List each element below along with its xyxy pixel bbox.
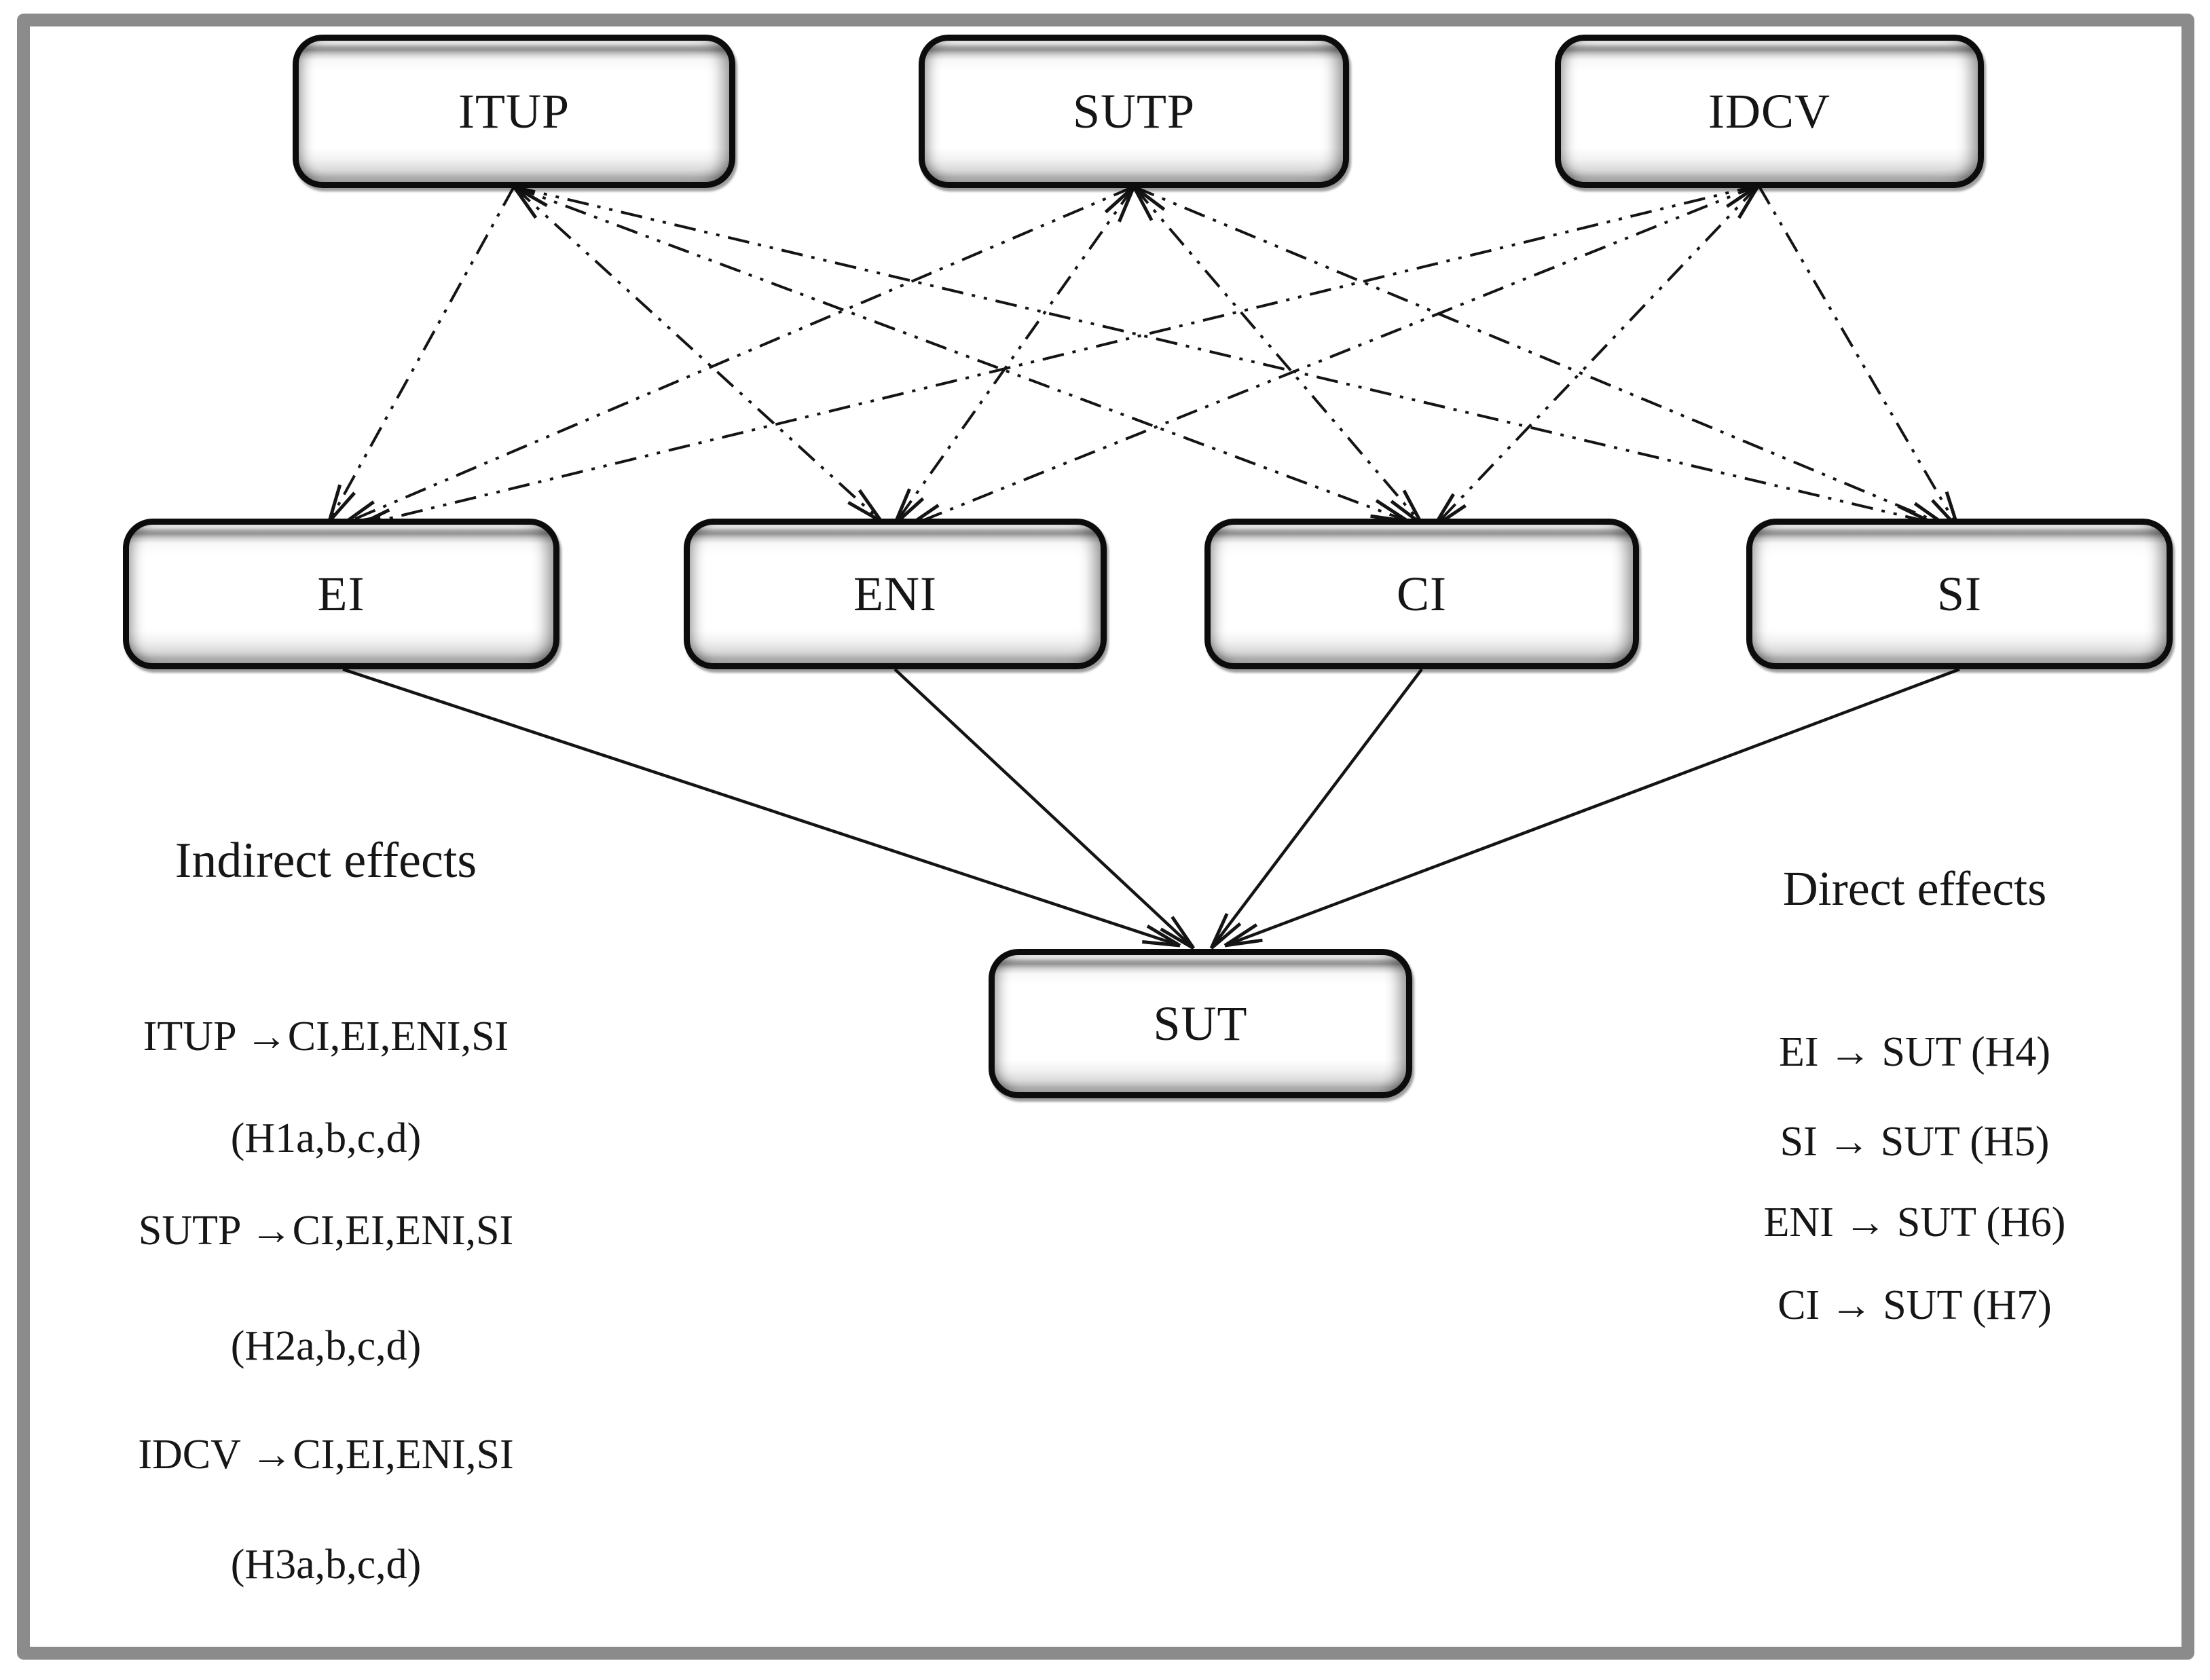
node-ei-label: EI — [317, 566, 365, 621]
direct-arrowhead — [1160, 927, 1195, 950]
node-eni-label: ENI — [853, 566, 937, 621]
direct-hypothesis-line: CI → SUT (H7) — [1778, 1282, 2052, 1328]
node-sut: SUT — [989, 949, 1412, 1098]
indirect-arrow — [894, 185, 1135, 525]
direct-hypothesis-line: ENI → SUT (H6) — [1763, 1199, 2066, 1246]
indirect-arrow — [1133, 185, 1947, 527]
direct-arrowhead — [1224, 938, 1263, 948]
indirect-arrowhead — [327, 484, 342, 522]
indirect-arrows — [327, 183, 1960, 529]
indirect-arrowhead-reverse — [1726, 183, 1760, 208]
indirect-arrow — [1132, 185, 1423, 525]
indirect-arrowhead — [1375, 499, 1410, 523]
indirect-arrow — [906, 184, 1759, 528]
node-itup: ITUP — [293, 35, 735, 188]
direct-arrow — [1224, 667, 1960, 948]
node-ci-label: CI — [1397, 566, 1447, 621]
node-si-label: SI — [1936, 566, 1983, 621]
direct-arrowhead — [1223, 923, 1258, 948]
indirect-effects-heading: Indirect effects — [174, 833, 477, 889]
indirect-hypothesis-line: ITUP →CI,EI,ENI,SI — [143, 1013, 509, 1060]
direct-arrow — [894, 668, 1195, 950]
indirect-arrowhead — [328, 491, 356, 523]
indirect-hypothesis-line: IDCV →CI,EI,ENI,SI — [138, 1432, 514, 1478]
indirect-arrowhead-reverse — [1118, 186, 1136, 223]
direct-arrowhead — [1210, 922, 1242, 950]
direct-arrowhead — [1171, 916, 1196, 950]
node-ei: EI — [123, 519, 559, 669]
direct-hypothesis-line: EI → SUT (H4) — [1778, 1029, 2051, 1075]
node-sut-label: SUT — [1153, 996, 1248, 1051]
direct-arrows — [342, 667, 1960, 950]
indirect-arrow — [1757, 184, 1959, 529]
indirect-arrow — [513, 185, 1933, 524]
indirect-arrowhead — [847, 501, 883, 523]
node-idcv: IDCV — [1555, 35, 1984, 188]
indirect-arrow — [342, 185, 1135, 525]
indirect-arrow — [513, 185, 883, 523]
indirect-arrowhead — [1402, 489, 1424, 525]
node-sutp-label: SUTP — [1072, 83, 1196, 138]
indirect-arrowhead-reverse — [512, 185, 538, 219]
indirect-arrowhead-reverse — [1104, 185, 1135, 214]
direct-arrowhead — [1146, 925, 1181, 948]
node-sutp: SUTP — [919, 35, 1349, 188]
indirect-arrowhead — [858, 489, 883, 523]
indirect-arrowhead-reverse — [1132, 185, 1154, 221]
direct-arrowhead — [1209, 912, 1229, 950]
indirect-arrowhead — [893, 488, 911, 525]
node-itup-label: ITUP — [458, 83, 570, 138]
indirect-hypothesis-line: (H3a,b,c,d) — [230, 1542, 422, 1588]
direct-arrowhead — [1142, 939, 1181, 948]
node-idcv-label: IDCV — [1708, 83, 1830, 138]
indirect-arrow — [1433, 184, 1760, 528]
indirect-arrowhead-reverse — [1132, 185, 1166, 211]
indirect-hypothesis-line: SUTP →CI,EI,ENI,SI — [138, 1208, 514, 1254]
direct-arrow — [1210, 668, 1423, 950]
outer-frame — [17, 14, 2194, 1660]
node-ci: CI — [1204, 519, 1639, 669]
direct-arrow — [342, 667, 1181, 948]
node-si: SI — [1746, 519, 2173, 669]
indirect-hypothesis-line: (H1a,b,c,d) — [230, 1115, 422, 1161]
indirect-arrow — [354, 184, 1759, 528]
indirect-hypothesis-line: (H2a,b,c,d) — [230, 1323, 422, 1369]
direct-hypothesis-line: SI → SUT (H5) — [1780, 1119, 2050, 1165]
indirect-arrowhead-reverse — [1737, 184, 1761, 219]
indirect-arrow — [328, 186, 515, 522]
direct-effects-heading: Direct effects — [1782, 861, 2047, 916]
node-eni: ENI — [684, 519, 1107, 669]
indirect-arrow — [513, 185, 1409, 523]
